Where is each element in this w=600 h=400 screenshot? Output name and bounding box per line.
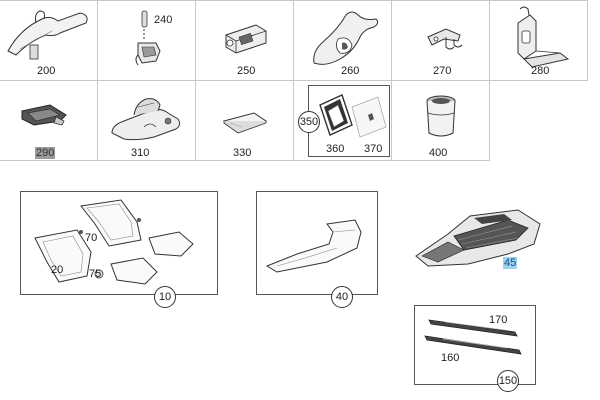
- mount-plate-icon: [517, 6, 570, 68]
- holder-bracket-icon: [135, 10, 161, 66]
- part-cell-240[interactable]: 240: [98, 1, 196, 81]
- part-cell-260[interactable]: 260: [294, 1, 392, 81]
- curved-holder-icon: [313, 11, 379, 65]
- emblem-kit-icon: [319, 94, 387, 138]
- floor-mats-icon: [34, 199, 194, 285]
- part-label: 270: [433, 65, 452, 77]
- part-label: 260: [341, 65, 360, 77]
- part-label: 200: [37, 65, 56, 77]
- floor-mats-group[interactable]: 70 20 75: [20, 191, 218, 295]
- part-label: 370: [364, 143, 383, 155]
- part-label: 250: [237, 65, 256, 77]
- part-label: 280: [531, 65, 550, 77]
- trunk-mat-group[interactable]: [256, 191, 378, 295]
- part-label: 360: [326, 143, 345, 155]
- part-label: 75: [89, 268, 102, 280]
- part-label: 240: [154, 14, 173, 26]
- part-cell-200[interactable]: 200: [0, 1, 98, 81]
- callout-circle: 10: [154, 286, 176, 308]
- callout-circle: 150: [497, 370, 519, 392]
- cup-holder-icon: [426, 95, 456, 137]
- pad-clip-icon: [21, 104, 67, 126]
- clip-holder-icon: [225, 24, 267, 54]
- part-label: 170: [489, 314, 508, 326]
- part-cell-290[interactable]: 290: [0, 81, 98, 161]
- tray-mat-icon: [415, 209, 541, 267]
- part-label: 310: [131, 147, 150, 159]
- part-label: 70: [85, 232, 98, 244]
- sill-plates-icon: [424, 319, 522, 355]
- part-cell-310[interactable]: 310: [98, 81, 196, 161]
- part-label-highlighted: 290: [35, 147, 56, 159]
- hook-bracket-icon: [427, 28, 463, 50]
- part-cell-330[interactable]: 330: [196, 81, 294, 161]
- part-label: 20: [51, 264, 64, 276]
- part-label-highlighted: 45: [503, 257, 518, 269]
- armrest-holder-icon: [111, 98, 181, 141]
- part-cell-250[interactable]: 250: [196, 1, 294, 81]
- part-cell-350[interactable]: 350 360 370: [294, 81, 392, 161]
- coat-hanger-icon: [7, 10, 88, 60]
- parts-grid: 200 240 250 260: [0, 0, 588, 161]
- callout-circle: 350: [298, 111, 320, 133]
- empty-cell: [490, 81, 588, 161]
- part-cell-280[interactable]: 280: [490, 1, 588, 81]
- part-label: 400: [429, 147, 448, 159]
- booklet-icon: [222, 112, 268, 134]
- part-cell-400[interactable]: 400: [392, 81, 490, 161]
- part-cell-270[interactable]: 270: [392, 1, 490, 81]
- callout-circle: 40: [331, 286, 353, 308]
- trunk-mat-icon: [265, 219, 362, 273]
- part-label: 330: [233, 147, 252, 159]
- sill-plates-group[interactable]: 170 160: [414, 305, 536, 385]
- part-label: 160: [441, 352, 460, 364]
